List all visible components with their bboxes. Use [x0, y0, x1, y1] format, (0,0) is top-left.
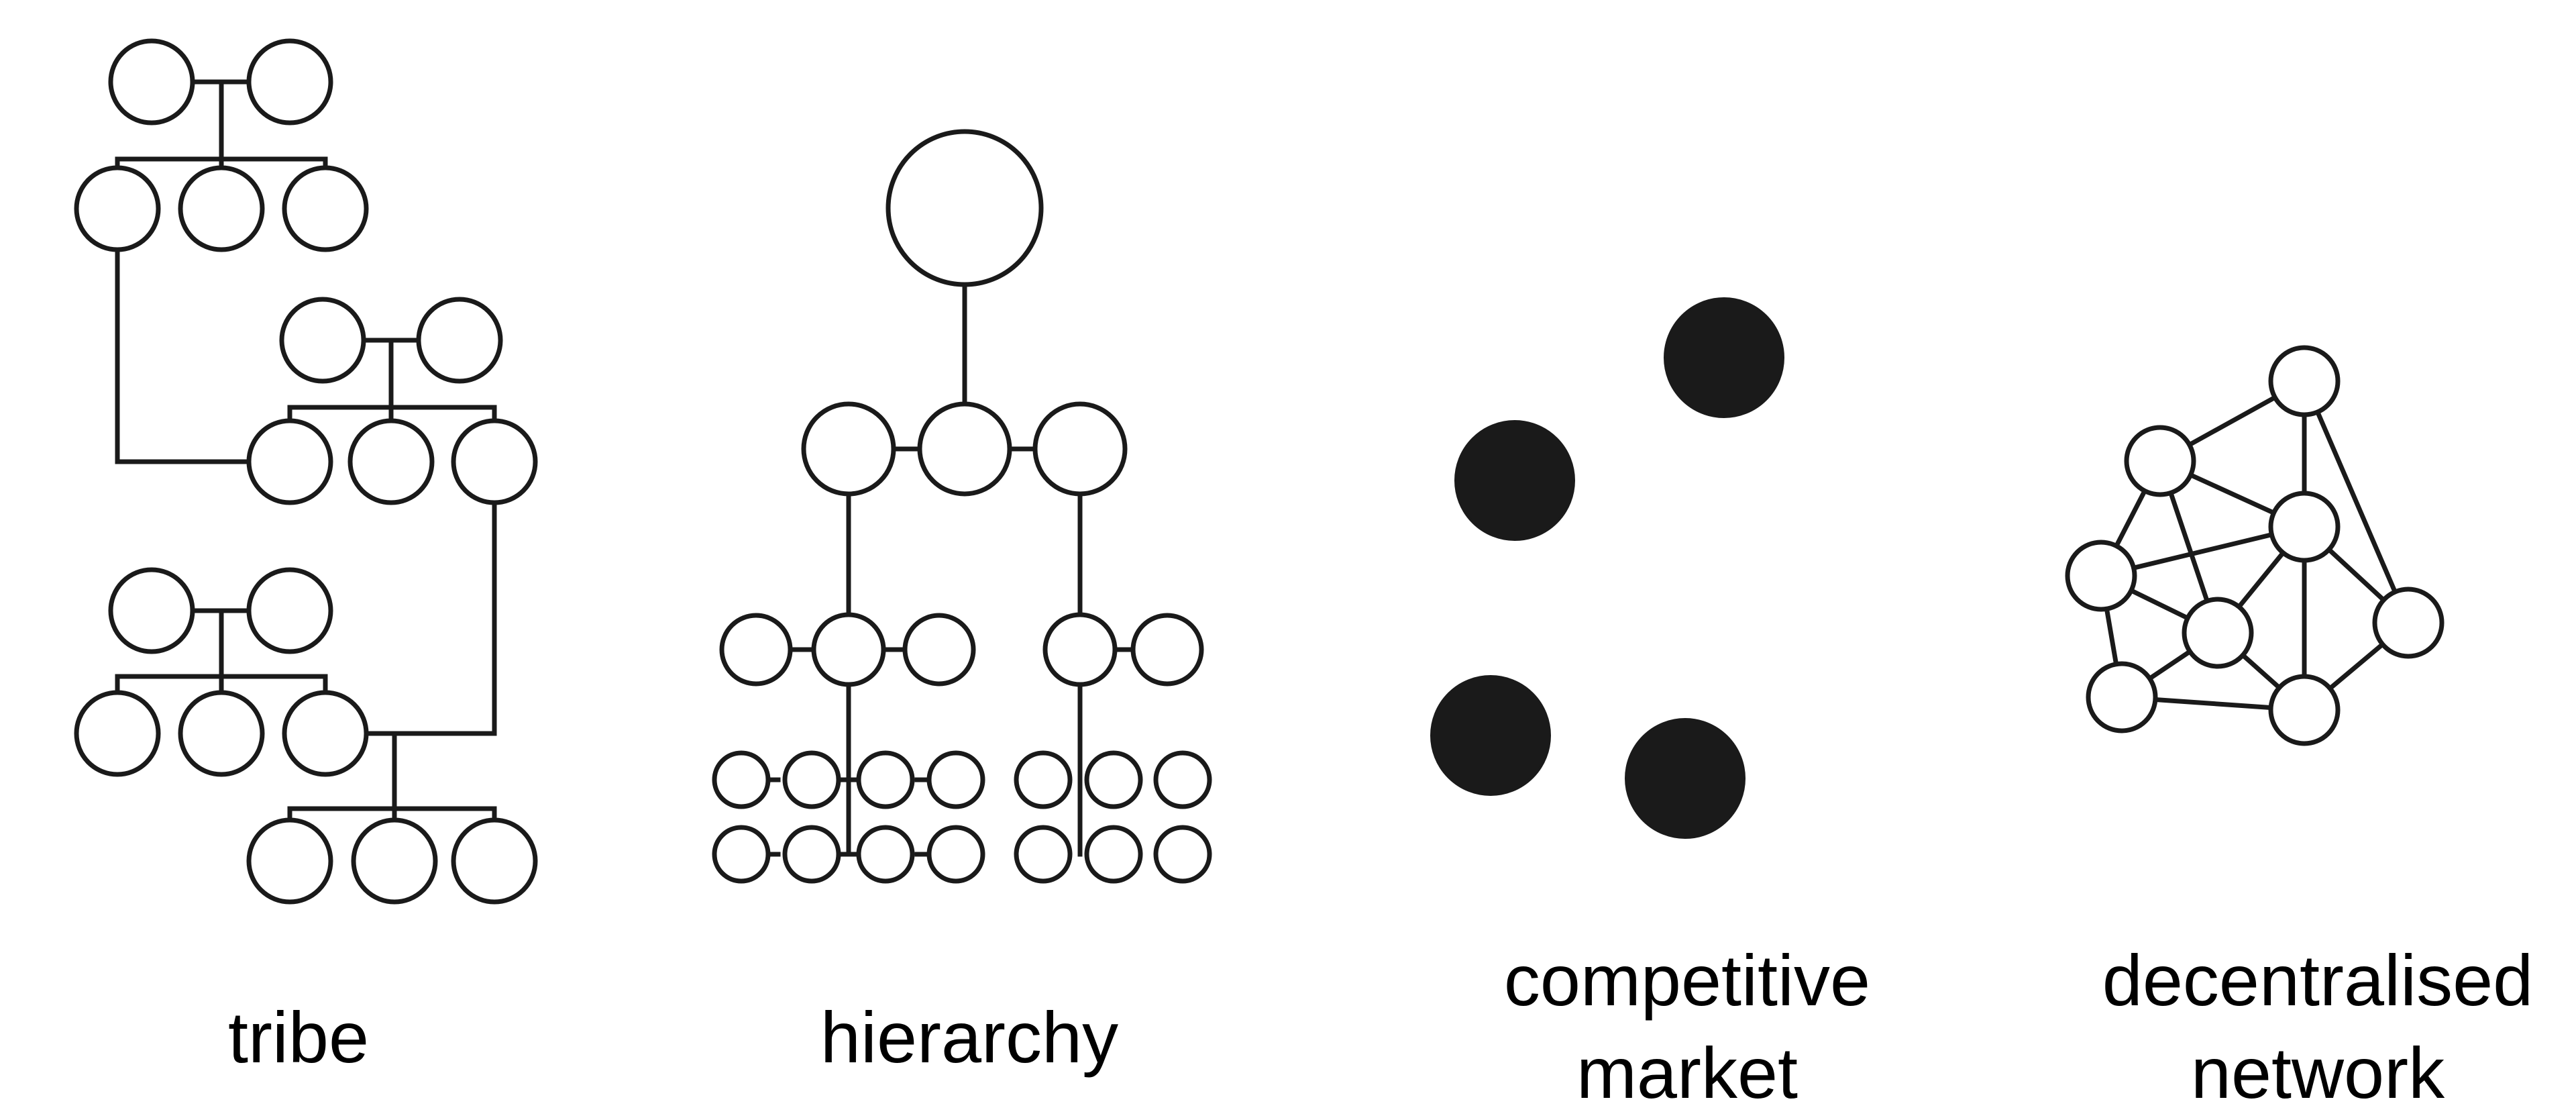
tribe-node: [108, 38, 195, 125]
tribe-family-4-edges: [287, 731, 497, 823]
tribe-node: [108, 567, 195, 654]
tribe-node: [246, 817, 333, 905]
tribe-node: [451, 817, 538, 905]
tribe-node: [74, 165, 161, 252]
hierarchy-node: [801, 401, 896, 497]
hierarchy-diagram: [712, 129, 1212, 884]
hierarchy-node: [811, 612, 886, 687]
tribe-family-3-edges: [115, 608, 328, 695]
hierarchy-root-node: [885, 129, 1044, 287]
hierarchy-node: [1042, 612, 1118, 687]
decentralised-network-diagram: [2065, 345, 2445, 746]
hierarchy-node: [1153, 825, 1212, 884]
hierarchy-node: [1032, 401, 1128, 497]
hierarchy-node: [1084, 750, 1143, 809]
tribe-family-2-edges: [287, 338, 497, 423]
tribe-family-2: [246, 297, 538, 505]
network-node: [2372, 587, 2445, 659]
tribe-node: [178, 690, 265, 777]
tribe-node: [282, 690, 369, 777]
tribe-diagram: [74, 38, 538, 905]
hierarchy-node: [1153, 750, 1212, 809]
decentralised-network-label-line-2: network: [2191, 1032, 2445, 1113]
network-node: [2065, 540, 2137, 612]
competitive-market-diagram: [1430, 297, 1784, 839]
network-node: [2086, 661, 2158, 733]
hierarchy-node: [856, 825, 915, 884]
tribe-node: [451, 418, 538, 505]
hierarchy-node: [1084, 825, 1143, 884]
network-node: [2268, 491, 2341, 563]
tribe-marriage-link-1: [115, 247, 252, 464]
hierarchy-node: [926, 825, 985, 884]
tribe-label: tribe: [228, 997, 369, 1078]
tribe-node: [178, 165, 265, 252]
tribe-marriage-link-2: [363, 500, 497, 736]
tribe-node: [282, 165, 369, 252]
tribe-node: [416, 297, 503, 384]
hierarchy-node: [719, 613, 793, 687]
hierarchy-edges: [765, 282, 1135, 857]
tribe-family-1: [74, 38, 369, 252]
hierarchy-node: [1130, 613, 1204, 687]
tribe-node: [351, 817, 438, 905]
market-agent-node: [1430, 675, 1551, 796]
hierarchy-node: [782, 825, 841, 884]
tribe-family-3: [74, 567, 369, 777]
decentralised-network-label-line-1: decentralised: [2102, 939, 2533, 1021]
tribe-node: [347, 418, 435, 505]
hierarchy-node: [1014, 750, 1073, 809]
network-node: [2268, 345, 2341, 417]
tribe-family-1-edges: [115, 79, 328, 172]
tribe-node: [246, 38, 333, 125]
tribe-node: [246, 418, 333, 505]
hierarchy-node: [926, 750, 985, 809]
market-agent-node: [1625, 718, 1746, 839]
tribe-family-4: [246, 731, 538, 905]
hierarchy-node: [782, 750, 841, 809]
network-node: [2268, 674, 2341, 746]
competitive-market-label-line-2: market: [1576, 1032, 1798, 1113]
network-edges: [2098, 378, 2412, 713]
hierarchy-node: [902, 613, 976, 687]
hierarchy-node: [856, 750, 915, 809]
network-node: [2182, 597, 2254, 669]
hierarchy-node: [712, 750, 771, 809]
market-agent-node: [1454, 420, 1575, 541]
competitive-market-label-line-1: competitive: [1504, 939, 1870, 1021]
market-agent-node: [1664, 297, 1784, 418]
tribe-node: [279, 297, 366, 384]
hierarchy-node: [1014, 825, 1073, 884]
hierarchy-node: [712, 825, 771, 884]
network-node: [2124, 425, 2196, 497]
tribe-node: [74, 690, 161, 777]
hierarchy-label: hierarchy: [820, 997, 1118, 1078]
hierarchy-node: [917, 401, 1012, 497]
tribe-node: [246, 567, 333, 654]
